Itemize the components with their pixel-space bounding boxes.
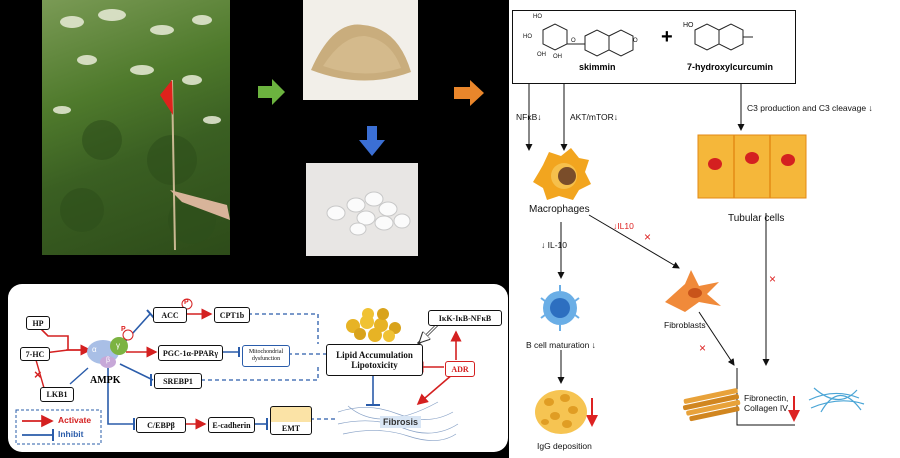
b-cell-illustration	[540, 285, 580, 331]
pathway-panel: HO HO OH OH O O skimmin + HO 7-hydroxylc…	[509, 0, 900, 458]
mito-line1: Mitochondrial	[248, 349, 284, 355]
tubular-cells-label: Tubular cells	[728, 213, 785, 224]
skimmin-oh2: OH	[553, 54, 562, 60]
c3-label: C3 production and C3 cleavage ↓	[747, 103, 873, 113]
il10-left-label: ↓ IL-10	[541, 240, 567, 250]
collagen-illustration	[682, 387, 865, 422]
skimmin-structure	[542, 23, 634, 57]
7hc-box: 7-HC	[20, 347, 50, 361]
igg-label: IgG deposition	[537, 441, 592, 451]
plant-illustration	[53, 9, 230, 251]
fibroblasts-label: Fibroblasts	[664, 320, 706, 330]
cebpb-box: C/EBPβ	[136, 417, 186, 433]
lipid-box: Lipid Accumulation Lipotoxicity	[326, 344, 423, 376]
ampk-protein-illustration	[87, 329, 134, 368]
ampk-label: AMPK	[90, 375, 121, 386]
svg-text:×: ×	[34, 367, 42, 382]
mito-box: Mitochondrial dysfunction	[242, 345, 290, 367]
cross-tubular: ×	[769, 272, 777, 286]
compounds-box	[512, 10, 796, 84]
tablets-photo	[306, 163, 418, 256]
nfkb-label: NFκB↓	[516, 112, 542, 122]
legend-activate: Activate	[58, 415, 92, 425]
il10-right-label: ↓IL10	[613, 221, 634, 231]
skimmin-ho1: HO	[533, 14, 542, 20]
plant-photo	[42, 0, 230, 255]
skimmin-oh1: OH	[537, 52, 546, 58]
pgc-box: PGC-1α-PPARγ	[158, 345, 223, 361]
skimmin-ho2: HO	[523, 34, 532, 40]
hydroxycurcumin-structure	[694, 23, 753, 51]
legend-inhibit: Inhibit	[58, 429, 84, 439]
gamma-label: γ	[116, 341, 120, 350]
lipid-droplets-illustration	[346, 308, 401, 342]
skimmin-o2: O	[633, 38, 638, 44]
emt-box: EMT	[270, 406, 312, 435]
blue-arrow	[359, 126, 385, 156]
beta-label: β	[106, 357, 111, 364]
lipid-line1: Lipid Accumulation	[336, 350, 413, 360]
fibrosis-label: Fibrosis	[380, 416, 422, 428]
tubular-cells-illustration	[697, 134, 807, 199]
hydroxycurcumin-name: 7-hydroxylcurcumin	[687, 62, 774, 72]
green-arrow	[258, 79, 285, 105]
skimmin-o1: O	[571, 38, 576, 44]
igg-illustration	[535, 390, 587, 434]
lipid-line2: Lipotoxicity	[351, 360, 398, 370]
collagen-label: Collagen IV	[744, 403, 788, 413]
macrophage-illustration	[533, 148, 591, 200]
fibroblast-illustration	[665, 270, 721, 312]
acc-box: ACC	[153, 307, 187, 323]
cross-fibroblast: ×	[699, 341, 707, 355]
process-arrows	[258, 79, 484, 156]
orange-arrow	[454, 80, 484, 106]
skimmin-name: skimmin	[579, 62, 616, 72]
alpha-label: α	[92, 345, 97, 354]
fibronectin-label: Fibronectin,	[744, 393, 789, 403]
macrophages-label: Macrophages	[529, 204, 590, 215]
akt-mtor-label: AKT/mTOR↓	[570, 112, 619, 122]
phospho-p-1: P	[121, 326, 126, 333]
adr-box: ADR	[445, 361, 475, 377]
scheme-connectors: ×	[15, 298, 462, 445]
b-cell-label: B cell maturation ↓	[526, 340, 596, 350]
cross-macrophage-fibroblast: ×	[644, 230, 652, 244]
hp-box: HP	[26, 316, 50, 330]
pathway-connectors	[525, 23, 865, 434]
plus-sign: +	[661, 26, 673, 48]
hydroxycurcumin-ho: HO	[683, 22, 694, 29]
cpt1b-box: CPT1b	[214, 307, 250, 323]
ikk-box: IκK-IκB-NFκB	[428, 310, 502, 326]
powder-photo	[303, 0, 418, 100]
mito-line2: dysfunction	[251, 356, 281, 362]
mechanism-scheme: ×	[8, 284, 508, 452]
ecadherin-box: E-cadherin	[208, 417, 255, 433]
lkb1-box: LKB1	[40, 387, 74, 402]
phospho-p-2: P	[184, 299, 189, 306]
srebp1-box: SREBP1	[154, 373, 202, 389]
